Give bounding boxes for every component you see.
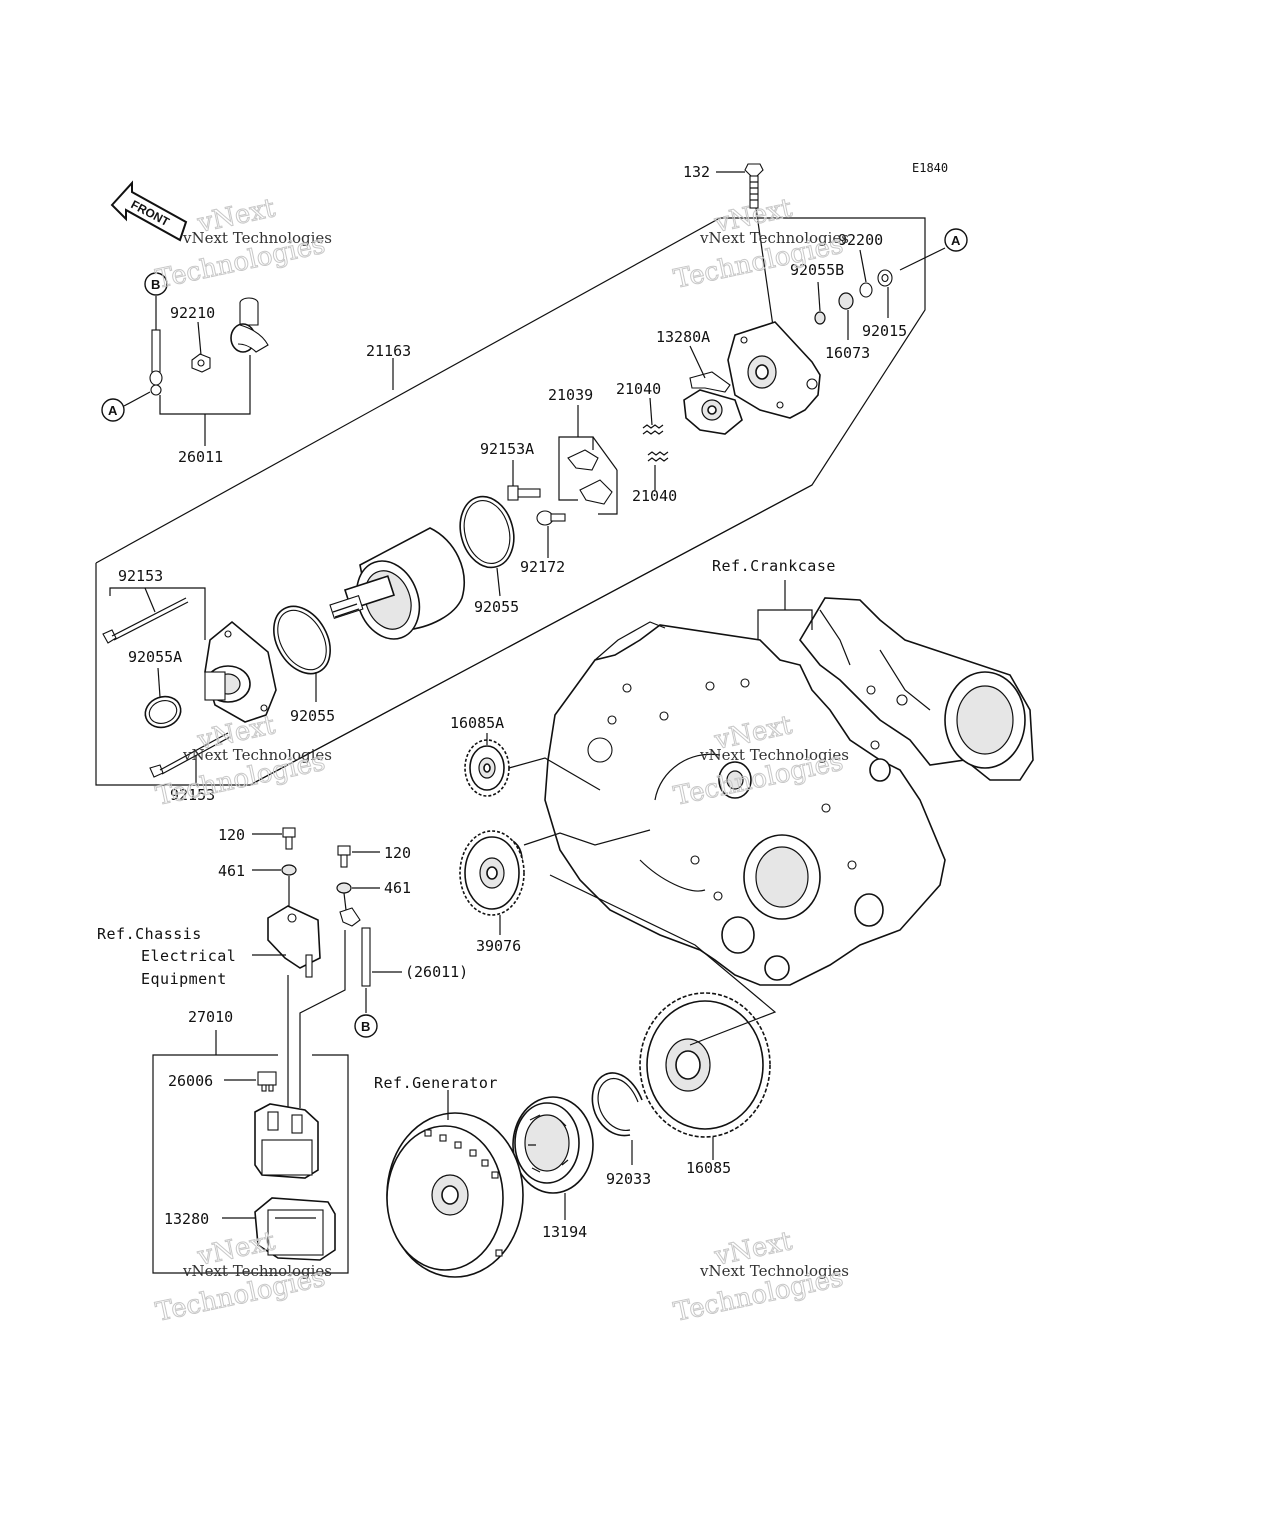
ref-crankcase: Ref.Crankcase bbox=[712, 557, 836, 575]
bolt-132 bbox=[744, 163, 764, 209]
svg-text:vNext Technologies: vNext Technologies bbox=[182, 746, 332, 764]
part-label-92153-lower: 92153 bbox=[170, 786, 215, 804]
part-label-92055A: 92055A bbox=[128, 648, 182, 666]
callout-b-bottom bbox=[354, 1014, 378, 1038]
ref-chassis-line2: Electrical bbox=[141, 947, 236, 965]
callout-a-left bbox=[101, 398, 125, 422]
svg-text:B: B bbox=[151, 277, 160, 292]
watermark-6: vNext Technologies vNext Technologies bbox=[671, 1226, 849, 1329]
starter-group-frame bbox=[95, 217, 926, 786]
crankcase-left-half bbox=[544, 621, 946, 986]
watermark-1: vNext Technologies vNext Technologies bbox=[153, 193, 332, 296]
bolt-120-left bbox=[282, 827, 296, 850]
svg-text:vNext Technologies: vNext Technologies bbox=[182, 1262, 332, 1280]
idle-gear-16085A bbox=[464, 739, 510, 797]
part-label-21163: 21163 bbox=[366, 342, 411, 360]
part-label-120-left: 120 bbox=[218, 826, 245, 844]
callout-a-top bbox=[944, 228, 968, 252]
part-label-13280A: 13280A bbox=[656, 328, 710, 346]
starter-front-cover bbox=[204, 620, 277, 723]
part-label-92210: 92210 bbox=[170, 304, 215, 322]
part-label-16073: 16073 bbox=[825, 344, 870, 362]
part-label-26006: 26006 bbox=[168, 1072, 213, 1090]
relay-assembly-frame bbox=[152, 1054, 349, 1274]
starter-clutch-13194 bbox=[512, 1096, 594, 1194]
part-label-39076: 39076 bbox=[476, 937, 521, 955]
part-label-13194: 13194 bbox=[542, 1223, 587, 1241]
fuse-26006 bbox=[257, 1071, 277, 1092]
part-label-92153A: 92153A bbox=[480, 440, 534, 458]
part-label-92200: 92200 bbox=[838, 231, 883, 249]
part-label-26011: 26011 bbox=[178, 448, 223, 466]
generator-rotor bbox=[386, 1112, 524, 1278]
part-label-16085: 16085 bbox=[686, 1159, 731, 1177]
nut-461-right bbox=[336, 882, 352, 894]
svg-text:A: A bbox=[108, 403, 118, 418]
battery-cable-26011 bbox=[149, 329, 163, 396]
part-label-16085A: 16085A bbox=[450, 714, 504, 732]
oring-92055B bbox=[814, 311, 826, 325]
svg-text:A: A bbox=[951, 233, 961, 248]
idle-gear-39076 bbox=[459, 830, 525, 916]
bolt-120-right bbox=[337, 845, 351, 868]
starter-end-cover bbox=[727, 321, 821, 419]
svg-text:vNext Technologies: vNext Technologies bbox=[699, 229, 849, 247]
relay-cover-13280 bbox=[254, 1197, 336, 1261]
part-label-21039: 21039 bbox=[548, 386, 593, 404]
svg-text:vNext Technologies: vNext Technologies bbox=[182, 229, 332, 247]
part-label-92015: 92015 bbox=[862, 322, 907, 340]
diagram-code: E1840 bbox=[912, 161, 948, 175]
part-label-26011-lower: (26011) bbox=[405, 963, 468, 981]
spring-21040-b bbox=[647, 451, 669, 462]
brush-set-21039 bbox=[567, 449, 613, 505]
part-label-92153-upper: 92153 bbox=[118, 567, 163, 585]
part-label-21040-bottom: 21040 bbox=[632, 487, 677, 505]
crankcase-right-half bbox=[799, 597, 1034, 781]
part-label-92055-lower: 92055 bbox=[290, 707, 335, 725]
part-label-27010: 27010 bbox=[188, 1008, 233, 1026]
part-label-92055B: 92055B bbox=[790, 261, 844, 279]
starter-relay bbox=[254, 1103, 319, 1179]
part-label-461-right: 461 bbox=[384, 879, 411, 897]
starter-clutch-gear-16085 bbox=[639, 992, 771, 1138]
snap-ring-92033 bbox=[591, 1072, 643, 1137]
battery-cable-26011-lower bbox=[339, 907, 371, 987]
terminal-boot bbox=[230, 297, 269, 353]
watermark-3: vNext Technologies vNext Technologies bbox=[153, 710, 332, 813]
nut-461-left bbox=[281, 864, 297, 876]
ref-generator: Ref.Generator bbox=[374, 1074, 498, 1092]
part-label-120-right: 120 bbox=[384, 844, 411, 862]
svg-text:B: B bbox=[361, 1019, 370, 1034]
front-arrow-icon: FRONT bbox=[110, 180, 188, 242]
part-label-21040-top: 21040 bbox=[616, 380, 661, 398]
relay-bracket bbox=[267, 905, 321, 978]
part-label-92055-upper: 92055 bbox=[474, 598, 519, 616]
long-bolt-92153-upper bbox=[102, 597, 189, 644]
ref-chassis-line3: Equipment bbox=[141, 970, 227, 988]
part-label-13280: 13280 bbox=[164, 1210, 209, 1228]
screw-92153A bbox=[507, 485, 541, 501]
svg-text:vNext Technologies: vNext Technologies bbox=[699, 746, 849, 764]
part-label-92172: 92172 bbox=[520, 558, 565, 576]
watermark-2: vNext Technologies vNext Technologies bbox=[671, 193, 849, 296]
ref-chassis-line1: Ref.Chassis bbox=[97, 925, 202, 943]
screw-92172 bbox=[536, 510, 566, 526]
part-label-461-left: 461 bbox=[218, 862, 245, 880]
brush-holder-13280A bbox=[683, 371, 743, 435]
part-label-132: 132 bbox=[683, 163, 710, 181]
svg-text:vNext Technologies: vNext Technologies bbox=[699, 1262, 849, 1280]
callout-b-top bbox=[144, 272, 168, 296]
starter-motor-yoke bbox=[329, 527, 465, 640]
washer-92200 bbox=[859, 282, 873, 298]
bushing-16073 bbox=[838, 292, 854, 310]
part-label-92033: 92033 bbox=[606, 1170, 651, 1188]
spring-21040-a bbox=[642, 424, 664, 435]
